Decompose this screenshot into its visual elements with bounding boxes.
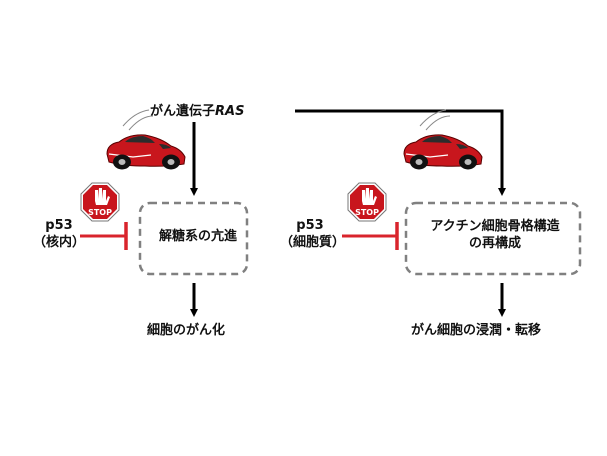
actin-box [404,201,582,276]
p53-name: p53 [45,218,73,233]
race-car-icon [403,109,483,170]
race-car-icon [106,109,186,170]
p53-location: （核内） [32,235,85,250]
ras-gene-name: RAS [215,104,245,119]
stop-sign-icon: STOP [80,182,120,222]
ras-label-prefix: がん遺伝子 [150,104,216,119]
p53-cytoplasmic-label: p53 （細胞質） [280,217,346,251]
ras-oncogene-label: がん遺伝子RAS [150,103,244,120]
p53-nuclear-inhibition [80,222,128,250]
stop-sign-text: STOP [355,208,379,217]
glycolysis-label: 解糖系の亢進 [158,229,237,244]
p53-location: （細胞質） [280,235,346,250]
actin-label-line1: アクチン細胞骨格構造 [430,219,560,234]
cell-transformation-label: 細胞のがん化 [147,323,226,338]
p53-nuclear-label: p53 （核内） [30,217,88,251]
p53-name: p53 [296,218,324,233]
stop-sign-text: STOP [88,208,112,217]
p53-cytoplasmic-inhibition [342,222,399,250]
ras-to-actin-arrow [295,109,506,196]
actin-remodeling-label: アクチン細胞骨格構造 の再構成 [410,218,580,252]
actin-label-line2: の再構成 [468,236,521,251]
stop-sign-icon: STOP [347,182,387,222]
invasion-metastasis-label: がん細胞の浸潤・転移 [411,323,542,338]
